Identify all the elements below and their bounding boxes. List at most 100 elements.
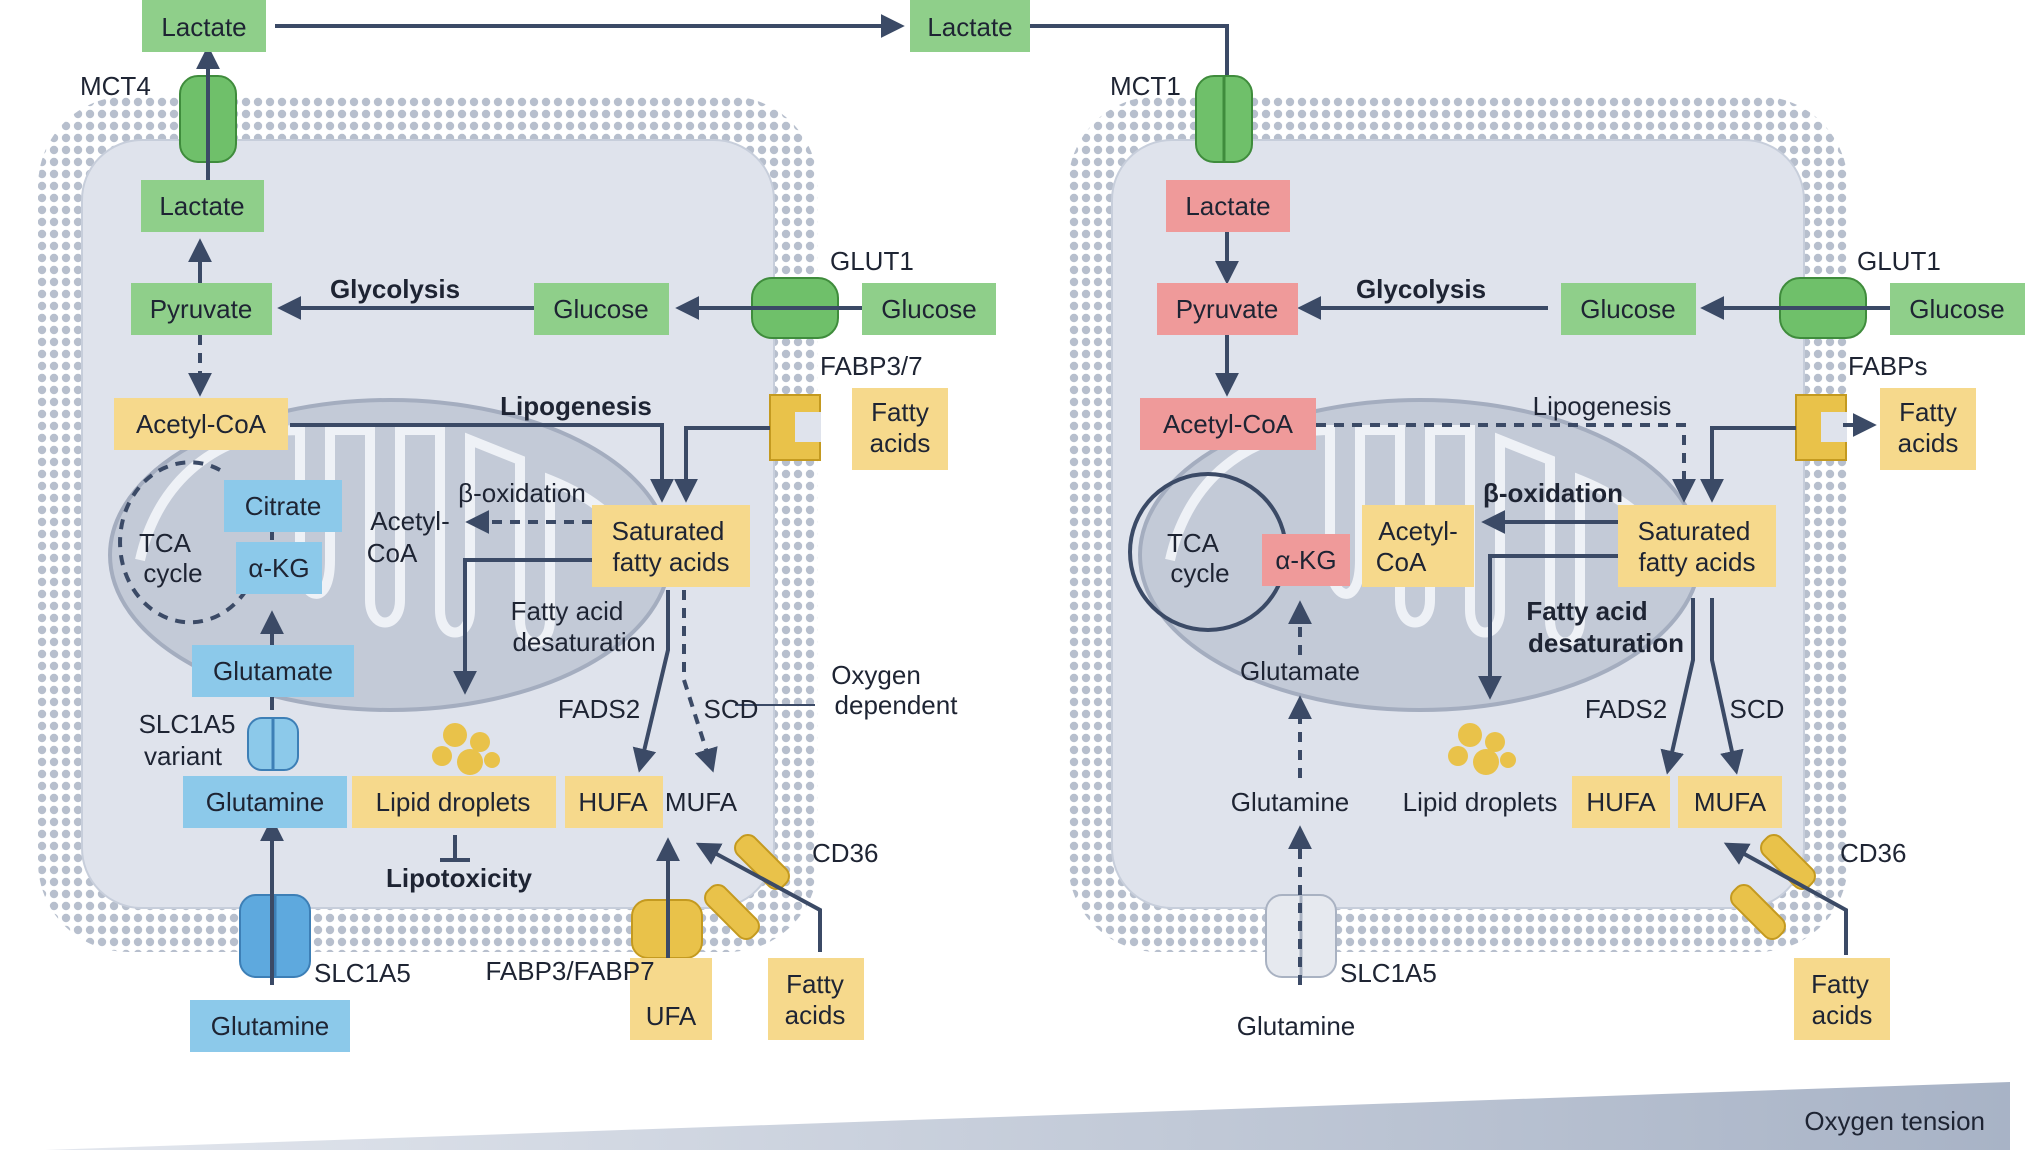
glucose-out-right-box: [1890, 283, 2025, 335]
fatty-acids-bottom-right-box: [1794, 958, 1890, 1040]
lactate-in-left-box: [141, 180, 264, 232]
acetyl-coa-left-box: [114, 398, 288, 450]
desaturation-left-1: Fatty acid: [511, 596, 624, 626]
glucose-in-right-box: [1561, 283, 1696, 335]
hufa-left: HUFA: [578, 787, 648, 817]
slc1a5-left-label: SLC1A5: [314, 958, 411, 988]
pyruvate-right-box: [1157, 283, 1298, 335]
akg-right-box: [1262, 534, 1350, 586]
desaturation-right-2: desaturation: [1528, 628, 1684, 658]
glucose-in-left: Glucose: [553, 294, 648, 324]
fatty-acids-top-right-1: Fatty: [1899, 397, 1957, 427]
glut1-right-label: GLUT1: [1857, 246, 1941, 276]
citrate-left-box: [224, 480, 342, 532]
acetyl-coa-left: Acetyl-CoA: [136, 409, 267, 439]
fabp37-label: FABP3/7: [820, 351, 923, 381]
akg-left-box: [236, 542, 322, 594]
fatty-acids-top-right-2: acids: [1898, 428, 1959, 458]
right-cd36-transporter: [1730, 834, 1816, 940]
glutamate-left-box: [192, 645, 354, 697]
scd-right: SCD: [1730, 694, 1785, 724]
fatty-acids-top-right-box: [1880, 388, 1976, 470]
lactate-out-right: Lactate: [927, 12, 1012, 42]
right-fabp-transporter: [1795, 394, 1847, 461]
glutamine-in-left-box: [183, 776, 347, 828]
acetyl-coa-right-box: [1140, 398, 1316, 450]
glycolysis-right: Glycolysis: [1356, 274, 1486, 304]
glucose-out-left-box: [862, 283, 996, 335]
tca-left-1: TCA: [139, 528, 192, 558]
right-mct1-transporter: [1195, 75, 1253, 163]
mufa-right: MUFA: [1694, 787, 1767, 817]
ufa-left-box: [630, 958, 712, 1040]
slc1a5-variant-1: SLC1A5: [139, 709, 236, 739]
left-cd36-transporter: [704, 834, 790, 940]
mufa-right-box: [1678, 776, 1782, 828]
fatty-acids-top-left-2: acids: [870, 428, 931, 458]
glut1-left-label: GLUT1: [830, 246, 914, 276]
lipotoxicity-left: Lipotoxicity: [386, 863, 532, 893]
oxygen-dependent-1: Oxygen: [831, 660, 921, 690]
acetyl-coa-mito-left-2: CoA: [367, 538, 418, 568]
tca-left-2: cycle: [143, 558, 202, 588]
glutamate-left: Glutamate: [213, 656, 333, 686]
hufa-right-box: [1572, 776, 1670, 828]
left-slc1a5-variant: [247, 717, 299, 771]
fatty-acids-top-left-1: Fatty: [871, 397, 929, 427]
glycolysis-left: Glycolysis: [330, 274, 460, 304]
acetyl-coa-mito-right-box: [1362, 505, 1474, 587]
acetyl-coa-mito-left-1: Acetyl-: [370, 506, 449, 536]
akg-left: α-KG: [248, 553, 309, 583]
sfa-left-box: [592, 505, 750, 587]
slc1a5-right-label: SLC1A5: [1340, 958, 1437, 988]
fatty-acids-bottom-left-2: acids: [785, 1000, 846, 1030]
right-cell: Lactate MCT1 Lactate Pyruvate Glycolysis…: [910, 0, 2025, 1041]
left-fabp-transporter: [769, 394, 821, 461]
slc1a5-variant-2: variant: [144, 741, 223, 771]
glucose-out-right: Glucose: [1909, 294, 2004, 324]
sfa-right-1: Saturated: [1638, 516, 1751, 546]
glutamine-out-left: Glutamine: [211, 1011, 330, 1041]
mct1-label: MCT1: [1110, 71, 1181, 101]
cd36-left-label: CD36: [812, 838, 878, 868]
fabp3-fabp7-label: FABP3/FABP7: [485, 956, 654, 986]
cd36-right-label: CD36: [1840, 838, 1906, 868]
acetyl-coa-mito-right-1: Acetyl-: [1378, 516, 1457, 546]
akg-right: α-KG: [1275, 545, 1336, 575]
mct4-label: MCT4: [80, 71, 151, 101]
beta-ox-left: β-oxidation: [458, 478, 586, 508]
citrate-left: Citrate: [245, 491, 322, 521]
beta-ox-right: β-oxidation: [1483, 478, 1623, 508]
mufa-left: MUFA: [665, 787, 738, 817]
lipogenesis-left: Lipogenesis: [500, 391, 652, 421]
left-slc1a5-transporter: [239, 894, 311, 978]
lactate-in-left: Lactate: [159, 191, 244, 221]
sfa-left-1: Saturated: [612, 516, 725, 546]
glutamate-right: Glutamate: [1240, 656, 1360, 686]
lactate-in-right: Lactate: [1185, 191, 1270, 221]
ufa-left: UFA: [646, 1001, 697, 1031]
right-lipid-droplet-icon: [1448, 723, 1516, 775]
pyruvate-right: Pyruvate: [1176, 294, 1279, 324]
oxygen-dependent-2: dependent: [835, 690, 959, 720]
tca-right-2: cycle: [1170, 558, 1229, 588]
lactate-out-left: Lactate: [161, 12, 246, 42]
oxygen-tension-gradient: Oxygen tension: [45, 1082, 2010, 1150]
left-lipid-droplet-icon: [432, 723, 500, 775]
acetyl-coa-mito-right-2: CoA: [1376, 547, 1427, 577]
fatty-acids-bottom-right-1: Fatty: [1811, 969, 1869, 999]
sfa-right-2: fatty acids: [1638, 547, 1755, 577]
glucose-in-left-box: [534, 283, 669, 335]
sfa-left-2: fatty acids: [612, 547, 729, 577]
glucose-out-left: Glucose: [881, 294, 976, 324]
scd-left: SCD: [704, 694, 759, 724]
hufa-right: HUFA: [1586, 787, 1656, 817]
fatty-acids-top-left-box: [852, 388, 948, 470]
lactate-out-right-box: [910, 0, 1030, 52]
glutamine-in-left: Glutamine: [206, 787, 325, 817]
right-arrows: [1128, 232, 1898, 985]
sfa-right-box: [1618, 505, 1776, 587]
desaturation-left-2: desaturation: [512, 627, 655, 657]
